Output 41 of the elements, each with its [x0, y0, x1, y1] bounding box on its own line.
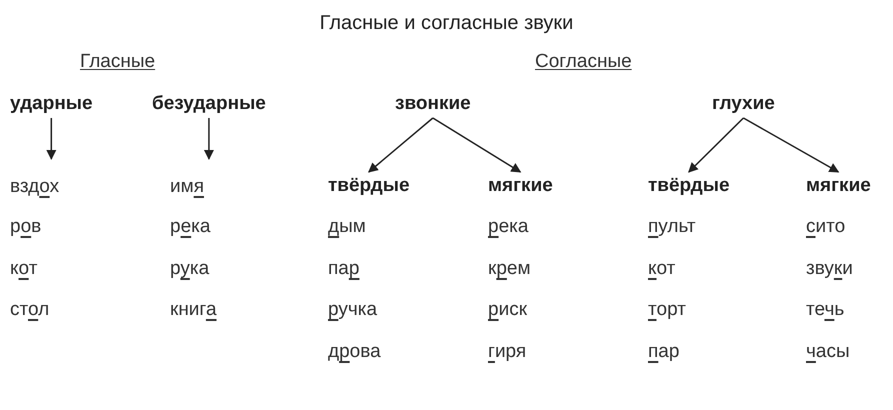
section-heading: Согласные — [535, 50, 632, 74]
word: дым — [328, 215, 366, 239]
word: рука — [170, 257, 210, 281]
arrow — [743, 117, 840, 173]
category-heading: ударные — [10, 92, 93, 116]
category-heading: безударные — [152, 92, 266, 116]
word: звуки — [806, 257, 853, 281]
word: пульт — [648, 215, 696, 239]
word: крем — [488, 257, 531, 281]
category-heading: твёрдые — [328, 174, 410, 198]
category-heading: глухие — [712, 92, 775, 116]
word: течь — [806, 298, 844, 322]
word: вздох — [10, 175, 60, 199]
category-heading: звонкие — [395, 92, 471, 116]
category-heading: мягкие — [806, 174, 871, 198]
word: стол — [10, 298, 50, 322]
word: имя — [170, 175, 204, 199]
word: пар — [328, 257, 360, 281]
arrow — [432, 117, 522, 173]
section-heading: Гласные — [80, 50, 156, 74]
category-heading: мягкие — [488, 174, 553, 198]
title: Гласные и согласные звуки — [318, 11, 574, 36]
word: сито — [806, 215, 846, 239]
arrow — [46, 118, 56, 160]
word: река — [488, 215, 528, 239]
word: ров — [10, 215, 42, 239]
word: кот — [10, 257, 38, 281]
word: кот — [648, 257, 676, 281]
word: часы — [806, 340, 850, 364]
arrow — [688, 117, 744, 173]
word: книга — [170, 298, 217, 322]
word: дрова — [328, 340, 381, 364]
category-heading: твёрдые — [648, 174, 730, 198]
word: пар — [648, 340, 680, 364]
word: риск — [488, 298, 528, 322]
word: торт — [648, 298, 686, 322]
word: гиря — [488, 340, 526, 364]
word: ручка — [328, 298, 378, 322]
arrow — [368, 117, 434, 173]
arrow — [204, 118, 214, 160]
word: река — [170, 215, 210, 239]
